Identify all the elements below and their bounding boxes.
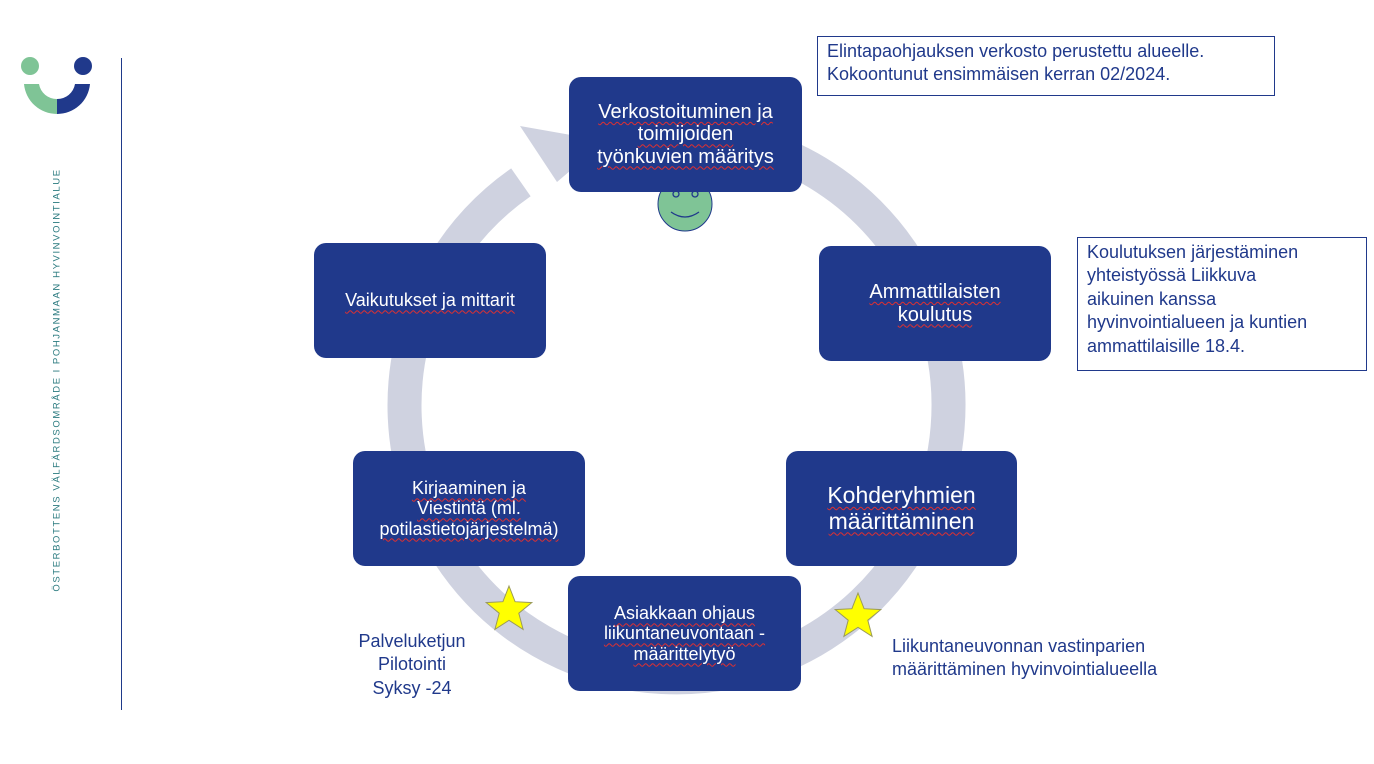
- note-training-line1: Koulutuksen järjestäminen: [1087, 242, 1299, 262]
- cycle-step-impacts: Vaikutukset ja mittarit: [314, 243, 546, 358]
- cycle-step-documentation-line2: Viestintä (ml.: [417, 498, 521, 519]
- cycle-step-impacts-label: Vaikutukset ja mittarit: [345, 290, 515, 311]
- cycle-step-training: Ammattilaisten koulutus: [819, 246, 1051, 361]
- caption-pilot-line2: Pilotointi: [377, 654, 447, 675]
- cycle-step-documentation-line1: Kirjaaminen ja: [411, 478, 527, 499]
- note-network-line1: Elintapaohjauksen verkosto perustettu al…: [827, 41, 1205, 61]
- note-training-line4: hyvinvointialueen ja kuntien: [1087, 312, 1308, 333]
- caption-service-chain-pilot: Palveluketjun Pilotointi Syksy -24: [340, 630, 484, 700]
- cycle-step-client-guidance-line3: määrittelytyö: [633, 643, 736, 664]
- cycle-step-target-groups: Kohderyhmien määrittäminen: [786, 451, 1017, 566]
- note-training-line3: aikuinen kanssa: [1087, 288, 1217, 309]
- note-training-line5: ammattilaisille 18.4.: [1087, 335, 1246, 356]
- caption-pilot-line1: Palveluketjun: [358, 631, 466, 651]
- cycle-step-client-guidance-line2: liikuntaneuvontaan -: [603, 623, 766, 644]
- star-icon: [833, 591, 883, 638]
- caption-counterpart-definition: Liikuntaneuvonnan vastinparien määrittäm…: [892, 635, 1222, 682]
- note-training-organized: Koulutuksen järjestäminen yhteistyössä L…: [1077, 237, 1367, 371]
- cycle-step-training-line1: Ammattilaisten: [869, 281, 1001, 304]
- cycle-step-networking-line1: Verkostoituminen ja: [598, 100, 773, 123]
- cycle-step-networking-line2: toimijoiden: [637, 123, 734, 146]
- smile-logo-icon: [21, 57, 92, 115]
- cycle-step-documentation: Kirjaaminen ja Viestintä (ml. potilastie…: [353, 451, 585, 566]
- note-network-line2: Kokoontunut ensimmäisen kerran 02/2024.: [827, 64, 1171, 85]
- cycle-step-networking-line3: työnkuvien määritys: [597, 145, 774, 168]
- cycle-step-networking: Verkostoituminen ja toimijoiden työnkuvi…: [569, 77, 802, 192]
- caption-pairs-line1: Liikuntaneuvonnan vastinparien: [892, 636, 1146, 656]
- caption-pairs-line2: määrittäminen hyvinvointialueella: [892, 659, 1158, 680]
- cycle-ring: [387, 116, 966, 695]
- star-icon: [484, 584, 534, 631]
- cycle-step-client-guidance: Asiakkaan ohjaus liikuntaneuvontaan - mä…: [568, 576, 801, 691]
- cycle-step-documentation-line3: potilastietojärjestelmä): [379, 518, 559, 539]
- cycle-step-target-groups-line2: määrittäminen: [828, 507, 975, 534]
- cycle-step-client-guidance-line1: Asiakkaan ohjaus: [613, 603, 756, 624]
- cycle-step-target-groups-line1: Kohderyhmien: [827, 481, 976, 508]
- sidebar-divider: [121, 58, 122, 710]
- note-network-established: Elintapaohjauksen verkosto perustettu al…: [817, 36, 1275, 96]
- note-training-line2: yhteistyössä Liikkuva: [1087, 265, 1257, 286]
- cycle-step-training-line2: koulutus: [897, 303, 973, 326]
- caption-pilot-line3: Syksy -24: [372, 677, 452, 698]
